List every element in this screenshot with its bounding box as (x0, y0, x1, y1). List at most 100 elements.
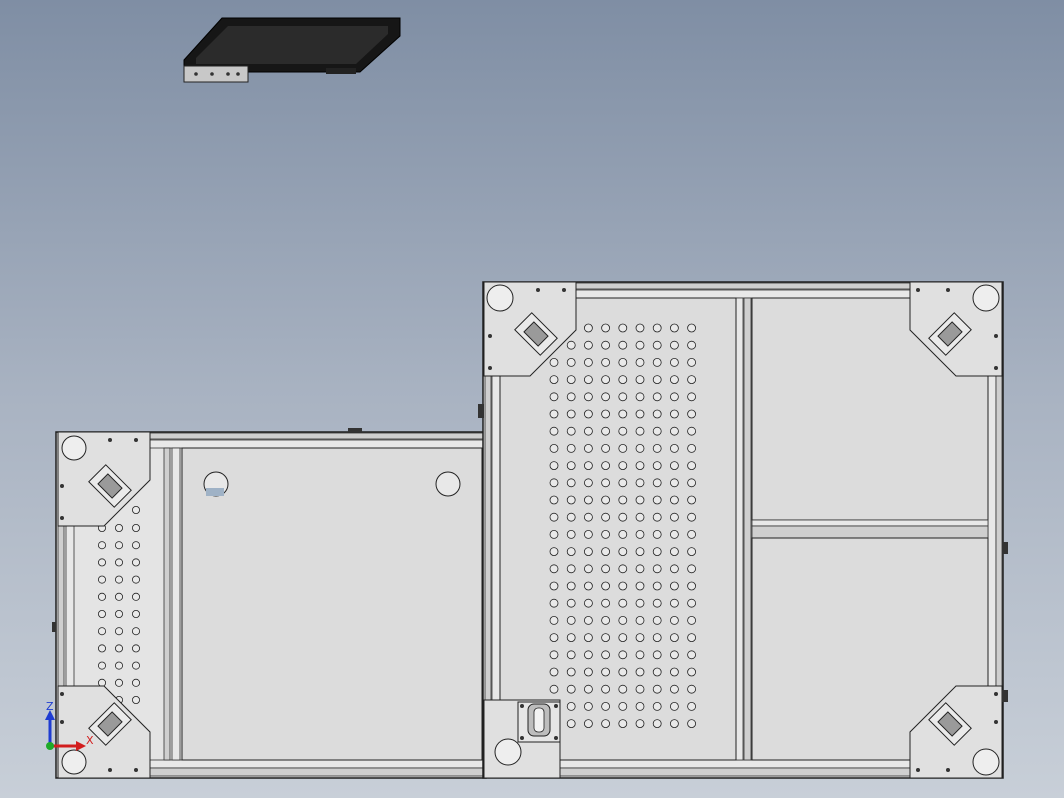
perforation-hole (601, 598, 610, 608)
perforation-hole (549, 512, 559, 522)
perforation-hole (618, 633, 628, 642)
perforation-hole (670, 650, 679, 660)
perforation-hole (584, 512, 593, 522)
perforation-hole (635, 340, 645, 350)
perforation-hole (566, 375, 576, 385)
corner-bracket[interactable] (57, 685, 151, 779)
z-axis-head (45, 710, 55, 720)
perforation-hole (635, 667, 645, 677)
perforation-hole (566, 702, 576, 711)
perforation-hole (652, 650, 662, 660)
perforation-hole (566, 616, 576, 625)
perforation-hole (635, 409, 645, 419)
perforation-hole (584, 633, 593, 642)
perforation-hole (131, 610, 140, 619)
perforation-hole (601, 340, 610, 350)
perforation-hole (652, 616, 662, 625)
perforation-hole (652, 375, 662, 385)
perforation-hole (635, 357, 645, 367)
perforation-hole (115, 575, 124, 584)
perforation-hole (652, 530, 662, 539)
perforation-hole (635, 512, 645, 522)
perforation-hole (98, 558, 107, 567)
perforation-hole (635, 684, 645, 694)
perforation-hole (635, 719, 645, 728)
perforation-hole (584, 340, 593, 350)
perforation-hole (687, 461, 696, 471)
perforation-hole (618, 478, 628, 488)
perforation-hole (566, 461, 576, 471)
corner-bracket[interactable] (909, 685, 1003, 779)
frame-nub (478, 404, 484, 418)
perforation-hole (670, 375, 679, 385)
perforation-hole (131, 541, 140, 550)
perforation-hole (618, 598, 628, 608)
perforation-hole (635, 478, 645, 488)
perforation-hole (131, 524, 140, 533)
perforation-hole (566, 495, 576, 505)
perforation-hole (584, 581, 593, 591)
perforation-hole (687, 581, 696, 591)
corner-bracket[interactable] (483, 281, 577, 377)
perforation-hole (652, 581, 662, 591)
perforation-hole (635, 650, 645, 660)
perforation-hole (131, 592, 140, 601)
perforation-hole (635, 495, 645, 505)
perforation-hole (115, 558, 124, 567)
perforation-hole (549, 478, 559, 488)
perforation-hole (115, 610, 124, 619)
perforation-hole (98, 610, 107, 619)
perforation-hole (652, 564, 662, 574)
perforation-hole (635, 530, 645, 539)
perforation-hole (584, 461, 593, 471)
perforation-hole (687, 719, 696, 728)
corner-bracket[interactable] (909, 281, 1003, 377)
perforation-hole (601, 667, 610, 677)
perforation-hole (131, 558, 140, 567)
perforation-hole (670, 426, 679, 436)
perforation-hole (635, 426, 645, 436)
perforation-hole (618, 702, 628, 711)
perforation-hole (584, 684, 593, 694)
perforation-hole (584, 616, 593, 625)
perforation-hole (566, 667, 576, 677)
perforation-hole (652, 461, 662, 471)
perforation-hole (652, 409, 662, 419)
perforation-hole (566, 547, 576, 556)
x-axis-label: X (86, 734, 94, 747)
perforation-hole (584, 667, 593, 677)
perforation-hole (566, 530, 576, 539)
perforation-hole (670, 392, 679, 402)
perforation-hole (687, 512, 696, 522)
perforation-hole (566, 357, 576, 367)
perforation-hole (635, 461, 645, 471)
perforation-hole (98, 541, 107, 550)
perforation-hole (618, 530, 628, 539)
perforation-hole (618, 340, 628, 350)
perforation-hole (601, 443, 610, 453)
perforation-hole (601, 357, 610, 367)
perforation-hole (687, 409, 696, 419)
perforation-hole (635, 392, 645, 402)
perforation-hole (601, 409, 610, 419)
perforation-hole (601, 684, 610, 694)
frame-nub (1002, 690, 1008, 702)
corner-bracket[interactable] (57, 431, 151, 527)
perforation-hole (566, 340, 576, 350)
monitor[interactable] (183, 17, 401, 83)
perforation-hole (687, 598, 696, 608)
perforation-hole (115, 644, 124, 653)
perforation-hole (687, 530, 696, 539)
perforation-hole (131, 678, 140, 687)
perforation-hole (601, 392, 610, 402)
perforation-hole (618, 667, 628, 677)
perforation-hole (670, 409, 679, 419)
perforation-hole (131, 644, 140, 653)
perforation-hole (687, 392, 696, 402)
caster-wheel[interactable] (483, 699, 561, 779)
perforation-hole (687, 375, 696, 385)
right-frame[interactable] (482, 281, 1004, 779)
perforation-hole (549, 616, 559, 625)
perforation-hole (670, 340, 679, 350)
